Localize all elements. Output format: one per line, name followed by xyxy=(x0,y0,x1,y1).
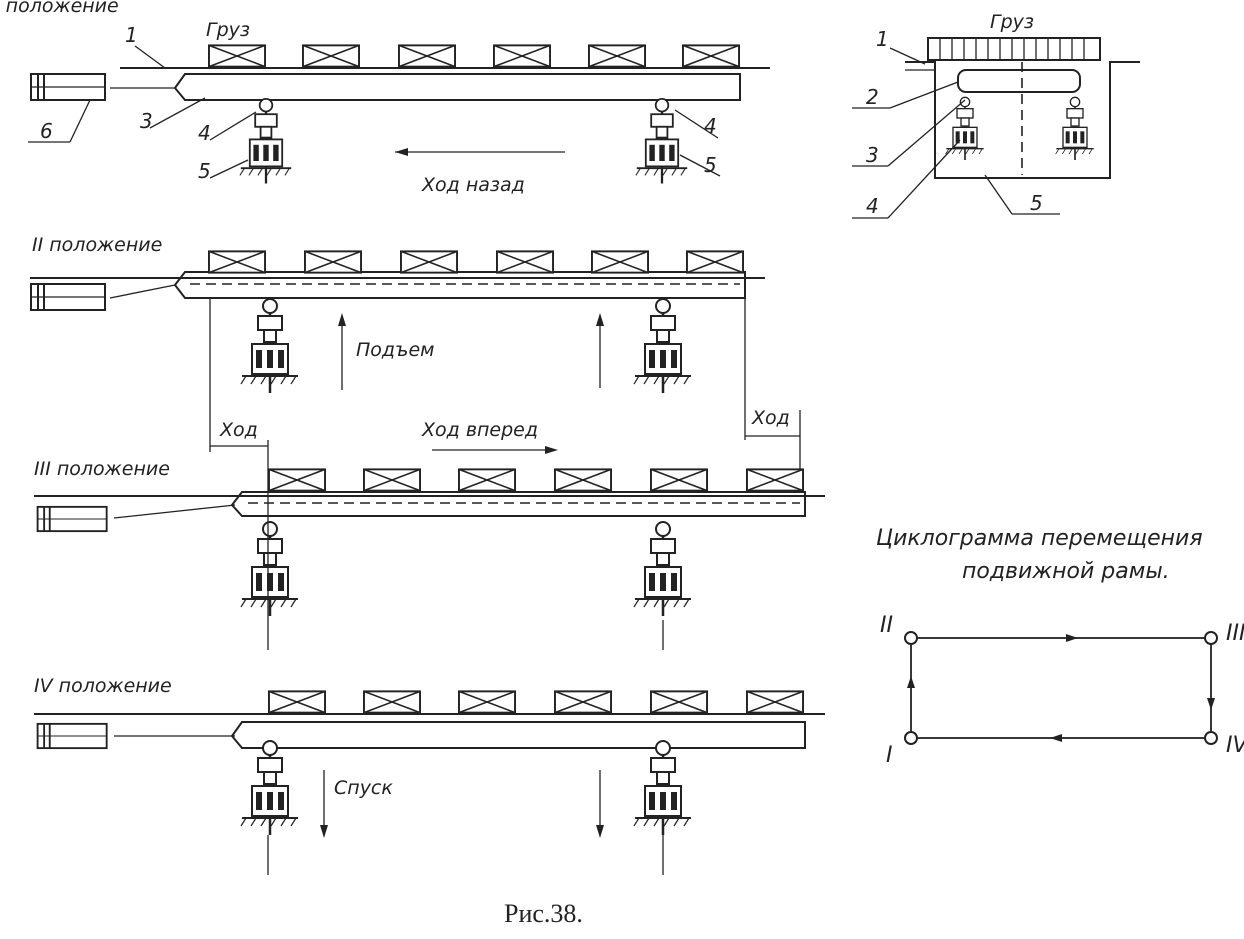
roller-support xyxy=(945,96,985,161)
cargo-box xyxy=(591,250,649,274)
roller-support xyxy=(240,520,300,618)
stroke-label: Ход xyxy=(751,407,790,429)
cargo-box xyxy=(268,690,326,714)
cross-section-view: Груз 1 2 3 4 5 xyxy=(852,11,1140,219)
position-3-group: III положение xyxy=(34,440,825,650)
part-number-6: 6 xyxy=(40,119,53,143)
position-1-label: I положение xyxy=(0,0,119,17)
position-1-group: I положение Груз 1 3 4 5 6 4 5 Х xyxy=(0,0,770,196)
cargo-box xyxy=(588,44,646,68)
cargo-row xyxy=(208,44,740,68)
motion-label-lift: Подъем xyxy=(356,339,435,361)
part-number-5: 5 xyxy=(198,159,211,183)
cargo-box xyxy=(554,468,612,492)
hydraulic-cylinder xyxy=(30,283,106,311)
position-4-group: IV положение Спуск xyxy=(34,675,825,875)
cargo-box xyxy=(650,468,708,492)
cycle-node xyxy=(904,631,918,645)
cargo-box xyxy=(493,44,551,68)
roller-support xyxy=(1055,96,1095,161)
cargo-box xyxy=(363,690,421,714)
part-number-3: 3 xyxy=(140,109,153,133)
cargo-box xyxy=(268,468,326,492)
cargo-row xyxy=(268,468,804,492)
cargo-section xyxy=(927,37,1101,61)
cycle-corner-label: II xyxy=(880,613,893,638)
moving-frame xyxy=(230,491,806,517)
motion-label-forward: Ход вперед xyxy=(421,419,538,441)
hydraulic-cylinder xyxy=(36,505,108,533)
cargo-box xyxy=(363,468,421,492)
cargo-box xyxy=(304,250,362,274)
cargo-box xyxy=(208,250,266,274)
moving-frame xyxy=(173,271,746,299)
roller-support xyxy=(633,740,693,837)
cargo-row xyxy=(268,690,804,714)
roller-support xyxy=(633,520,693,618)
roller-support xyxy=(240,740,300,837)
hydraulic-cylinder xyxy=(30,73,106,101)
cycle-loop xyxy=(910,637,1212,739)
cycle-node xyxy=(904,731,918,745)
cycle-corner-label: I xyxy=(886,743,893,768)
motion-label-lower: Спуск xyxy=(334,777,393,799)
position-3-label: III положение xyxy=(34,458,170,480)
cargo-box xyxy=(746,690,804,714)
pit-outline xyxy=(905,61,1140,179)
cargo-box xyxy=(302,44,360,68)
piston-rod xyxy=(113,504,236,519)
frame-section xyxy=(957,69,1081,93)
hydraulic-cylinder xyxy=(36,722,108,750)
part-number-4: 4 xyxy=(704,114,717,138)
cargo-row xyxy=(208,250,744,274)
position-2-label: II положение xyxy=(32,234,162,256)
part-number-3: 3 xyxy=(866,143,879,167)
cargo-box xyxy=(682,44,740,68)
cargo-label: Груз xyxy=(990,11,1034,33)
cycle-corner-label: IV xyxy=(1226,733,1244,758)
part-number-1: 1 xyxy=(876,27,889,51)
figure-caption: Рис.38. xyxy=(504,899,583,928)
roller-support xyxy=(238,98,293,185)
part-number-1: 1 xyxy=(125,23,138,47)
cycle-node xyxy=(1204,631,1218,645)
motion-label-back: Ход назад xyxy=(421,174,525,196)
roller-support xyxy=(633,298,693,395)
part-number-4: 4 xyxy=(866,194,879,218)
part-number-5: 5 xyxy=(1030,191,1043,215)
cyclogram-title: Циклограмма перемещения xyxy=(876,526,1203,551)
piston-rod xyxy=(109,284,176,299)
cyclogram: Циклограмма перемещения подвижной рамы. … xyxy=(876,526,1244,768)
cargo-box xyxy=(398,44,456,68)
stroke-dimensions: Ход Ход вперед Ход xyxy=(210,407,801,480)
cargo-box xyxy=(554,690,612,714)
roller-support xyxy=(240,298,300,395)
position-2-group: II положение Подъем xyxy=(30,234,765,452)
cyclogram-subtitle: подвижной рамы. xyxy=(962,559,1170,584)
stroke-label: Ход xyxy=(219,419,258,441)
cargo-box xyxy=(686,250,744,274)
cargo-box xyxy=(400,250,458,274)
part-number-2: 2 xyxy=(866,85,879,109)
cargo-label: Груз xyxy=(206,19,250,41)
part-number-5: 5 xyxy=(704,153,717,177)
cargo-box xyxy=(746,468,804,492)
roller-support xyxy=(634,98,689,185)
moving-frame xyxy=(230,721,806,749)
moving-frame xyxy=(173,73,741,101)
cargo-box xyxy=(458,468,516,492)
position-4-label: IV положение xyxy=(34,675,172,697)
cycle-node xyxy=(1204,731,1218,745)
cargo-box xyxy=(496,250,554,274)
cargo-box xyxy=(208,44,266,68)
cargo-box xyxy=(458,690,516,714)
part-number-4: 4 xyxy=(198,121,211,145)
cycle-corner-label: III xyxy=(1226,621,1244,646)
cargo-box xyxy=(650,690,708,714)
